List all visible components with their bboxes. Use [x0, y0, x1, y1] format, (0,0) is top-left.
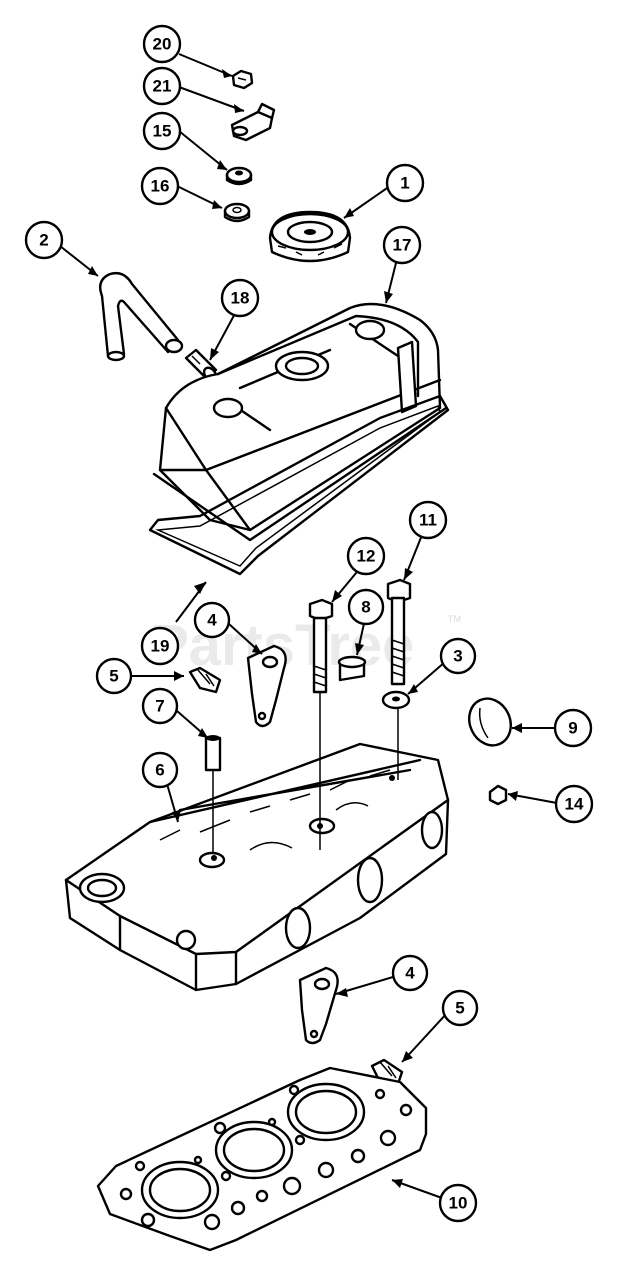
part-valve-cover-17	[152, 302, 448, 542]
part-gasket-19	[148, 394, 450, 576]
callout-6: 6	[141, 751, 179, 789]
callout-11: 11	[408, 500, 448, 540]
part-breather-hose-2	[99, 271, 184, 362]
callout-label: 11	[419, 511, 437, 530]
part-sleeve-8	[337, 655, 367, 682]
callout-20: 20	[142, 24, 182, 64]
callout-label: 16	[151, 177, 170, 196]
callout-19: 19	[140, 626, 180, 666]
part-plate-4-upper	[246, 644, 287, 728]
leader-arrowheads	[88, 69, 522, 1188]
part-plug-14	[488, 784, 508, 806]
alignment-lines	[212, 692, 399, 852]
part-plug-5-upper	[188, 666, 222, 694]
callout-18: 18	[220, 278, 260, 318]
callout-label: 1	[400, 174, 409, 193]
callout-1: 1	[385, 163, 425, 203]
part-plate-4-lower	[298, 966, 339, 1045]
callout-label: 7	[155, 697, 164, 716]
part-nut-16	[223, 202, 251, 223]
callout-label: 8	[361, 598, 370, 617]
part-bracket-21	[230, 102, 276, 142]
callout-label: 10	[449, 1194, 468, 1213]
callout-4-upper: 4	[193, 601, 231, 639]
part-plug-9	[468, 697, 512, 747]
callout-label: 21	[153, 77, 172, 96]
callout-label: 5	[109, 667, 118, 686]
callout-17: 17	[382, 225, 422, 265]
callout-2: 2	[24, 220, 64, 260]
callout-label: 6	[155, 761, 164, 780]
callout-8: 8	[347, 588, 385, 626]
callout-5-lower: 5	[441, 989, 479, 1027]
callout-3: 3	[439, 637, 477, 675]
callout-21: 21	[142, 66, 182, 106]
callout-15: 15	[142, 111, 182, 151]
part-head-gasket-10	[96, 1066, 428, 1252]
callout-label: 17	[393, 236, 412, 255]
part-dowel-7	[204, 735, 222, 772]
callout-14: 14	[554, 784, 594, 824]
callout-label: 2	[39, 231, 48, 250]
callout-label: 14	[565, 795, 584, 814]
part-cylinder-head-6	[64, 742, 450, 992]
callout-5-upper: 5	[95, 657, 133, 695]
part-bolt-12	[308, 598, 334, 694]
part-washer-3	[381, 690, 411, 710]
callout-7: 7	[141, 687, 179, 725]
part-bolt-11	[386, 578, 412, 686]
callout-label: 5	[455, 999, 464, 1018]
part-washer-15	[225, 166, 253, 186]
callout-label: 4	[207, 611, 217, 630]
callout-label: 19	[151, 637, 170, 656]
callout-4-lower: 4	[391, 954, 429, 992]
callout-10: 10	[438, 1183, 478, 1223]
callout-label: 18	[231, 289, 250, 308]
callout-9: 9	[553, 708, 593, 748]
callout-label: 3	[453, 647, 462, 666]
callout-label: 9	[568, 719, 577, 738]
part-nut-20	[231, 69, 254, 90]
callout-label: 20	[153, 35, 172, 54]
callout-label: 15	[153, 122, 172, 141]
part-oil-cap-1	[268, 210, 352, 263]
callout-12: 12	[346, 536, 386, 576]
callout-label: 4	[405, 964, 415, 983]
watermark-trademark: TM	[448, 614, 461, 624]
callout-label: 12	[357, 547, 376, 566]
callout-16: 16	[140, 166, 180, 206]
